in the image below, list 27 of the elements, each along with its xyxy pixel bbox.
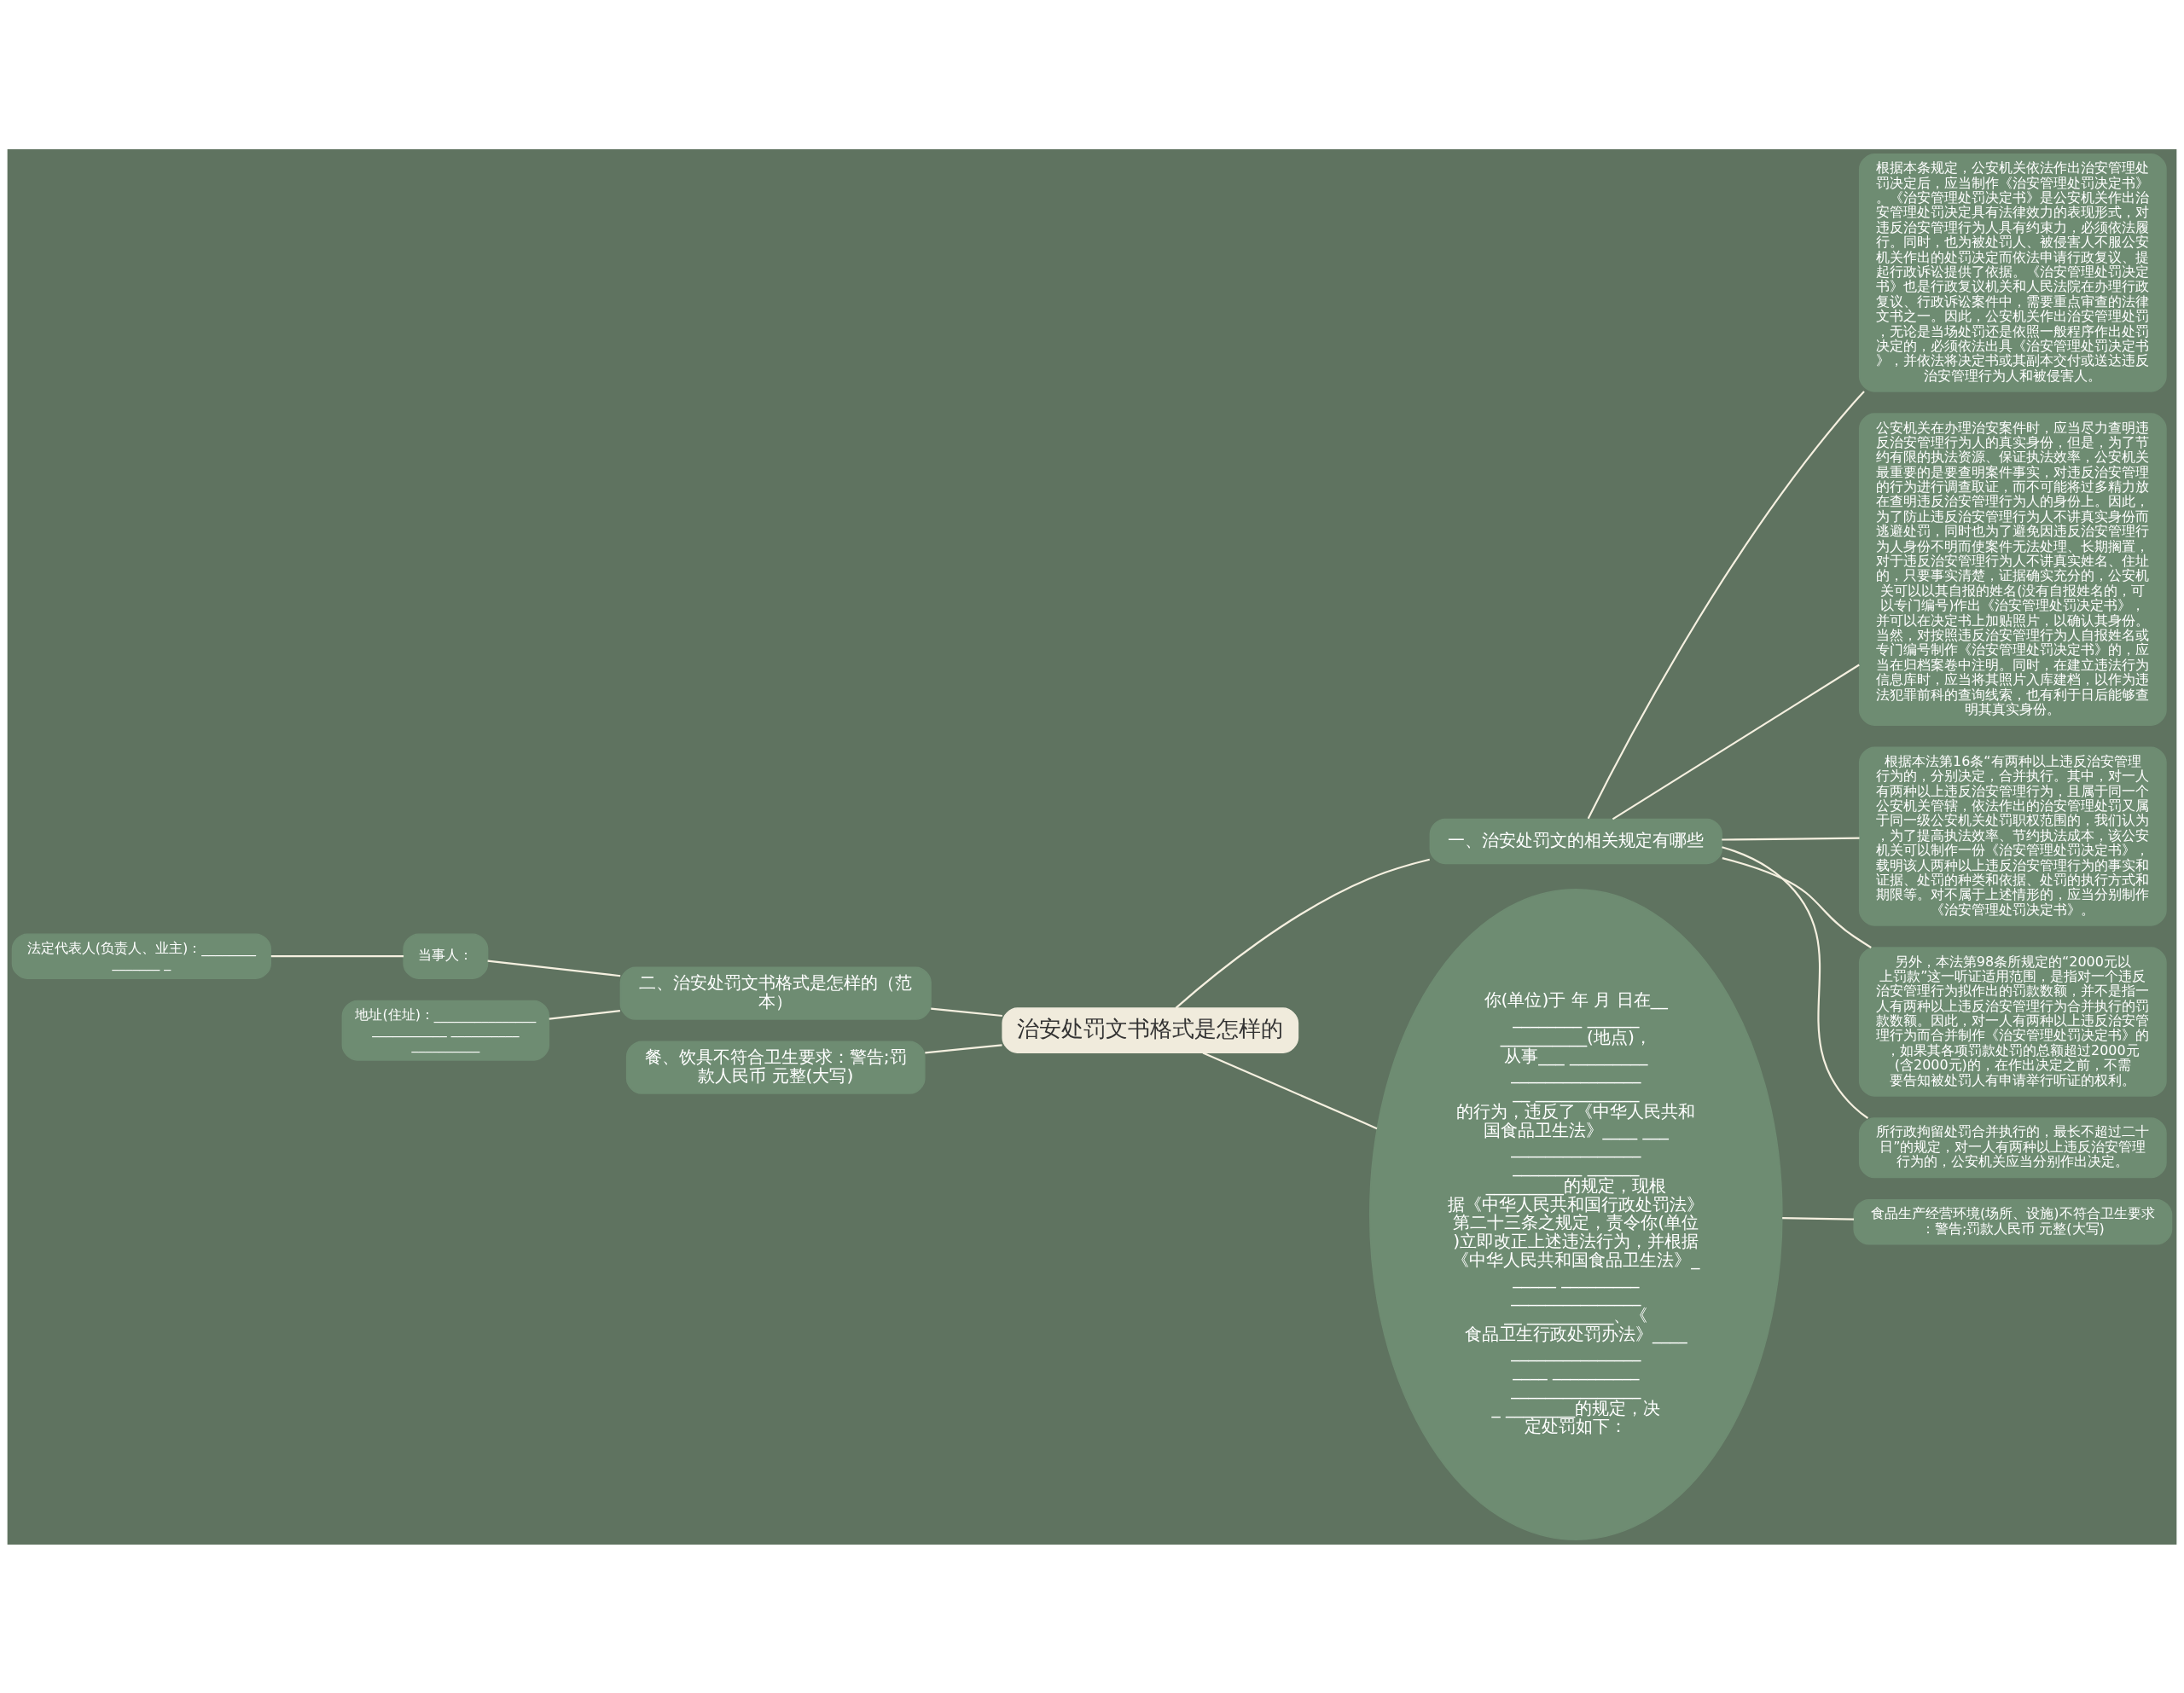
connector <box>1782 1216 1855 1220</box>
connector <box>925 1043 1002 1053</box>
node-box: 所行政拘留处罚合并执行的，最长不超过二十日”的规定，对一人有两种以上违反治安管理行为的，公安机关应当分别作出决定。 <box>1858 1116 2167 1178</box>
node-box: 餐、饮具不符合卫生要求：警告;罚款人民币 元整(大写) <box>625 1040 926 1094</box>
connector <box>1722 845 1869 1119</box>
connector <box>1722 856 1872 948</box>
node-box: 根据本条规定，公安机关依法作出治安管理处罚决定后，应当制作《治安管理处罚决定书》。《治安管理处罚决定书》是公安机关作出治安管理处罚决定具有法律效力的表现形式，对违反治安管理行为人具有约束力，必须依法履行。同时，也为被处罚人、被侵害人不服公安机关作出的处罚决定而依法申请行政复议、提起行政诉讼提供了依据。《治安管理处罚决定书》也是行政复议机关和人民法院在办理行政复议、行政诉讼案件中，需要重点审查的法律文书之一。因此，公安机关作出治安管理处罚，无论是当场处罚还是依照一般程序作出处罚决定的，必须依法出具《治安管理处罚决定书》，并依法将决定书或其副本交付或送达违反治安管理行为人和被侵害人。 <box>1858 153 2167 392</box>
node-box: 食品生产经营环境(场所、设施)不符合卫生要求：警告;罚款人民币 元整(大写) <box>1853 1198 2173 1245</box>
node-box: 当事人： <box>403 932 489 979</box>
node-box: 另外，本法第98条所规定的“2000元以上罚款”这一听证适用范围，是指对一个违反治安管理行为拟作出的罚款数额，并不是指一人有两种以上违反治安管理行为合并执行的罚款数额。因此，对一人有两种以上违反治安管理行为而合并制作《治安管理处罚决定书》的，如果其各项罚款处罚的总额超过2000元(含2000元)的，在作出决定之前，不需要告知被处罚人有申请举行听证的权利。 <box>1858 946 2167 1097</box>
connector <box>549 1009 620 1020</box>
connector <box>487 960 621 977</box>
node-box: 二、治安处罚文书格式是怎样的（范本） <box>619 966 932 1020</box>
connector <box>931 1007 1002 1017</box>
node-ellipse: 你(单位)于 年 月 日在__________ ________________(地点)，从事___ __________________________ ____________ 的行为，违反了《中华人民共和国食品卫生法》____ __________________________ _______________的规定，现根据《中华人民共和国行政处罚法》第二十三条之规定，责令你(单位)立即改正上述违法行为，并根据《中华人民共和国食品卫生法》______ __________________________ __________、《食品卫生行政处罚办法》_______________________ __________________________ ________的规定，决定处罚如下： <box>1368 888 1783 1540</box>
connector <box>270 954 404 957</box>
connector <box>1202 1051 1378 1129</box>
connector <box>1175 858 1430 1009</box>
node-box: 治安处罚文书格式是怎样的 <box>1002 1006 1299 1053</box>
node-box: 公安机关在办理治安案件时，应当尽力查明违反治安管理行为人的真实身份，但是，为了节约有限的执法资源、保证执法效率，公安机关最重要的是要查明案件事实，对违反治安管理的行为进行调查取证，而不可能将过多精力放在查明违反治安管理行为人的身份上。因此，为了防止违反治安管理行为人不讲真实身份而逃避处罚，同时也为了避免因违反治安管理行为人身份不明而使案件无法处理、长期搁置，对于违反治安管理行为人不讲真实姓名、住址的，只要事实清楚，证据确实充分的，公安机关可以以其自报的姓名(没有自报姓名的，可以专门编号)作出《治安管理处罚决定书》，并可以在决定书上加贴照片，以确认其身份。当然，对按照违反治安管理行为人自报姓名或专门编号制作《治安管理处罚决定书》的，应当在归档案卷中注明。同时，在建立违法行为信息库时，应当将其照片入库建档，以作为违法犯罪前科的查询线索，也有利于日后能够查明其真实身份。 <box>1858 412 2167 726</box>
connector <box>1722 837 1860 841</box>
node-box: 根据本法第16条“有两种以上违反治安管理行为的，分别决定，合并执行。其中，对一人有两种以上违反治安管理行为，且属于同一个公安机关管辖，依法作出的治安管理处罚又属于同一级公安机关处罚职权范围的，我们认为，为了提高执法效率、节约执法成本，该公安机关可以制作一份《治安管理处罚决定书》，载明该人两种以上违反治安管理行为的事实和证据、处罚的种类和依据、处罚的执行方式和期限等。对不属于上述情形的，应当分别制作《治安管理处罚决定书》。 <box>1858 746 2167 926</box>
connector <box>1612 664 1860 820</box>
node-box: 一、治安处罚文的相关规定有哪些 <box>1429 818 1722 864</box>
node-box: 地址(住址)：__________________________ ____________________ <box>341 1000 550 1061</box>
node-box: 法定代表人(负责人、业主)：_______________ _ <box>11 932 272 979</box>
connector <box>1587 390 1865 819</box>
